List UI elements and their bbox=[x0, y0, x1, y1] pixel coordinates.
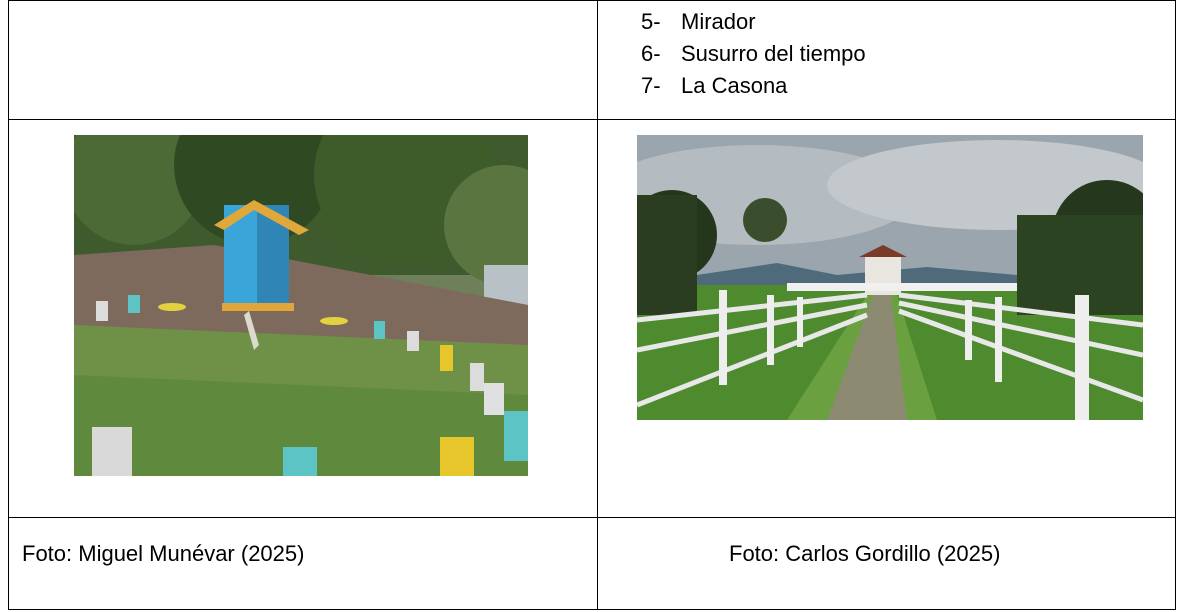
photo-caption-left: Foto: Miguel Munévar (2025) bbox=[22, 541, 305, 566]
photo-caption-right: Foto: Carlos Gordillo (2025) bbox=[729, 541, 1001, 566]
document-table bbox=[8, 0, 1176, 610]
photo-little-library bbox=[74, 135, 528, 476]
table-column-divider bbox=[597, 0, 598, 610]
list-item-label: La Casona bbox=[681, 73, 788, 98]
table-row-divider-bottom bbox=[8, 517, 1176, 518]
list-item: 6- Susurro del tiempo bbox=[630, 38, 866, 70]
list-item-number: 5- bbox=[641, 9, 661, 34]
list-item-number: 7- bbox=[641, 73, 661, 98]
list-item-number: 6- bbox=[641, 41, 661, 66]
table-row-divider-top bbox=[8, 119, 1176, 120]
places-list: 5- Mirador 6- Susurro del tiempo 7- La C… bbox=[630, 6, 866, 102]
list-item-label: Mirador bbox=[681, 9, 756, 34]
photo-la-casona bbox=[637, 135, 1143, 420]
list-item-label: Susurro del tiempo bbox=[681, 41, 866, 66]
list-item: 7- La Casona bbox=[630, 70, 866, 102]
list-item: 5- Mirador bbox=[630, 6, 866, 38]
